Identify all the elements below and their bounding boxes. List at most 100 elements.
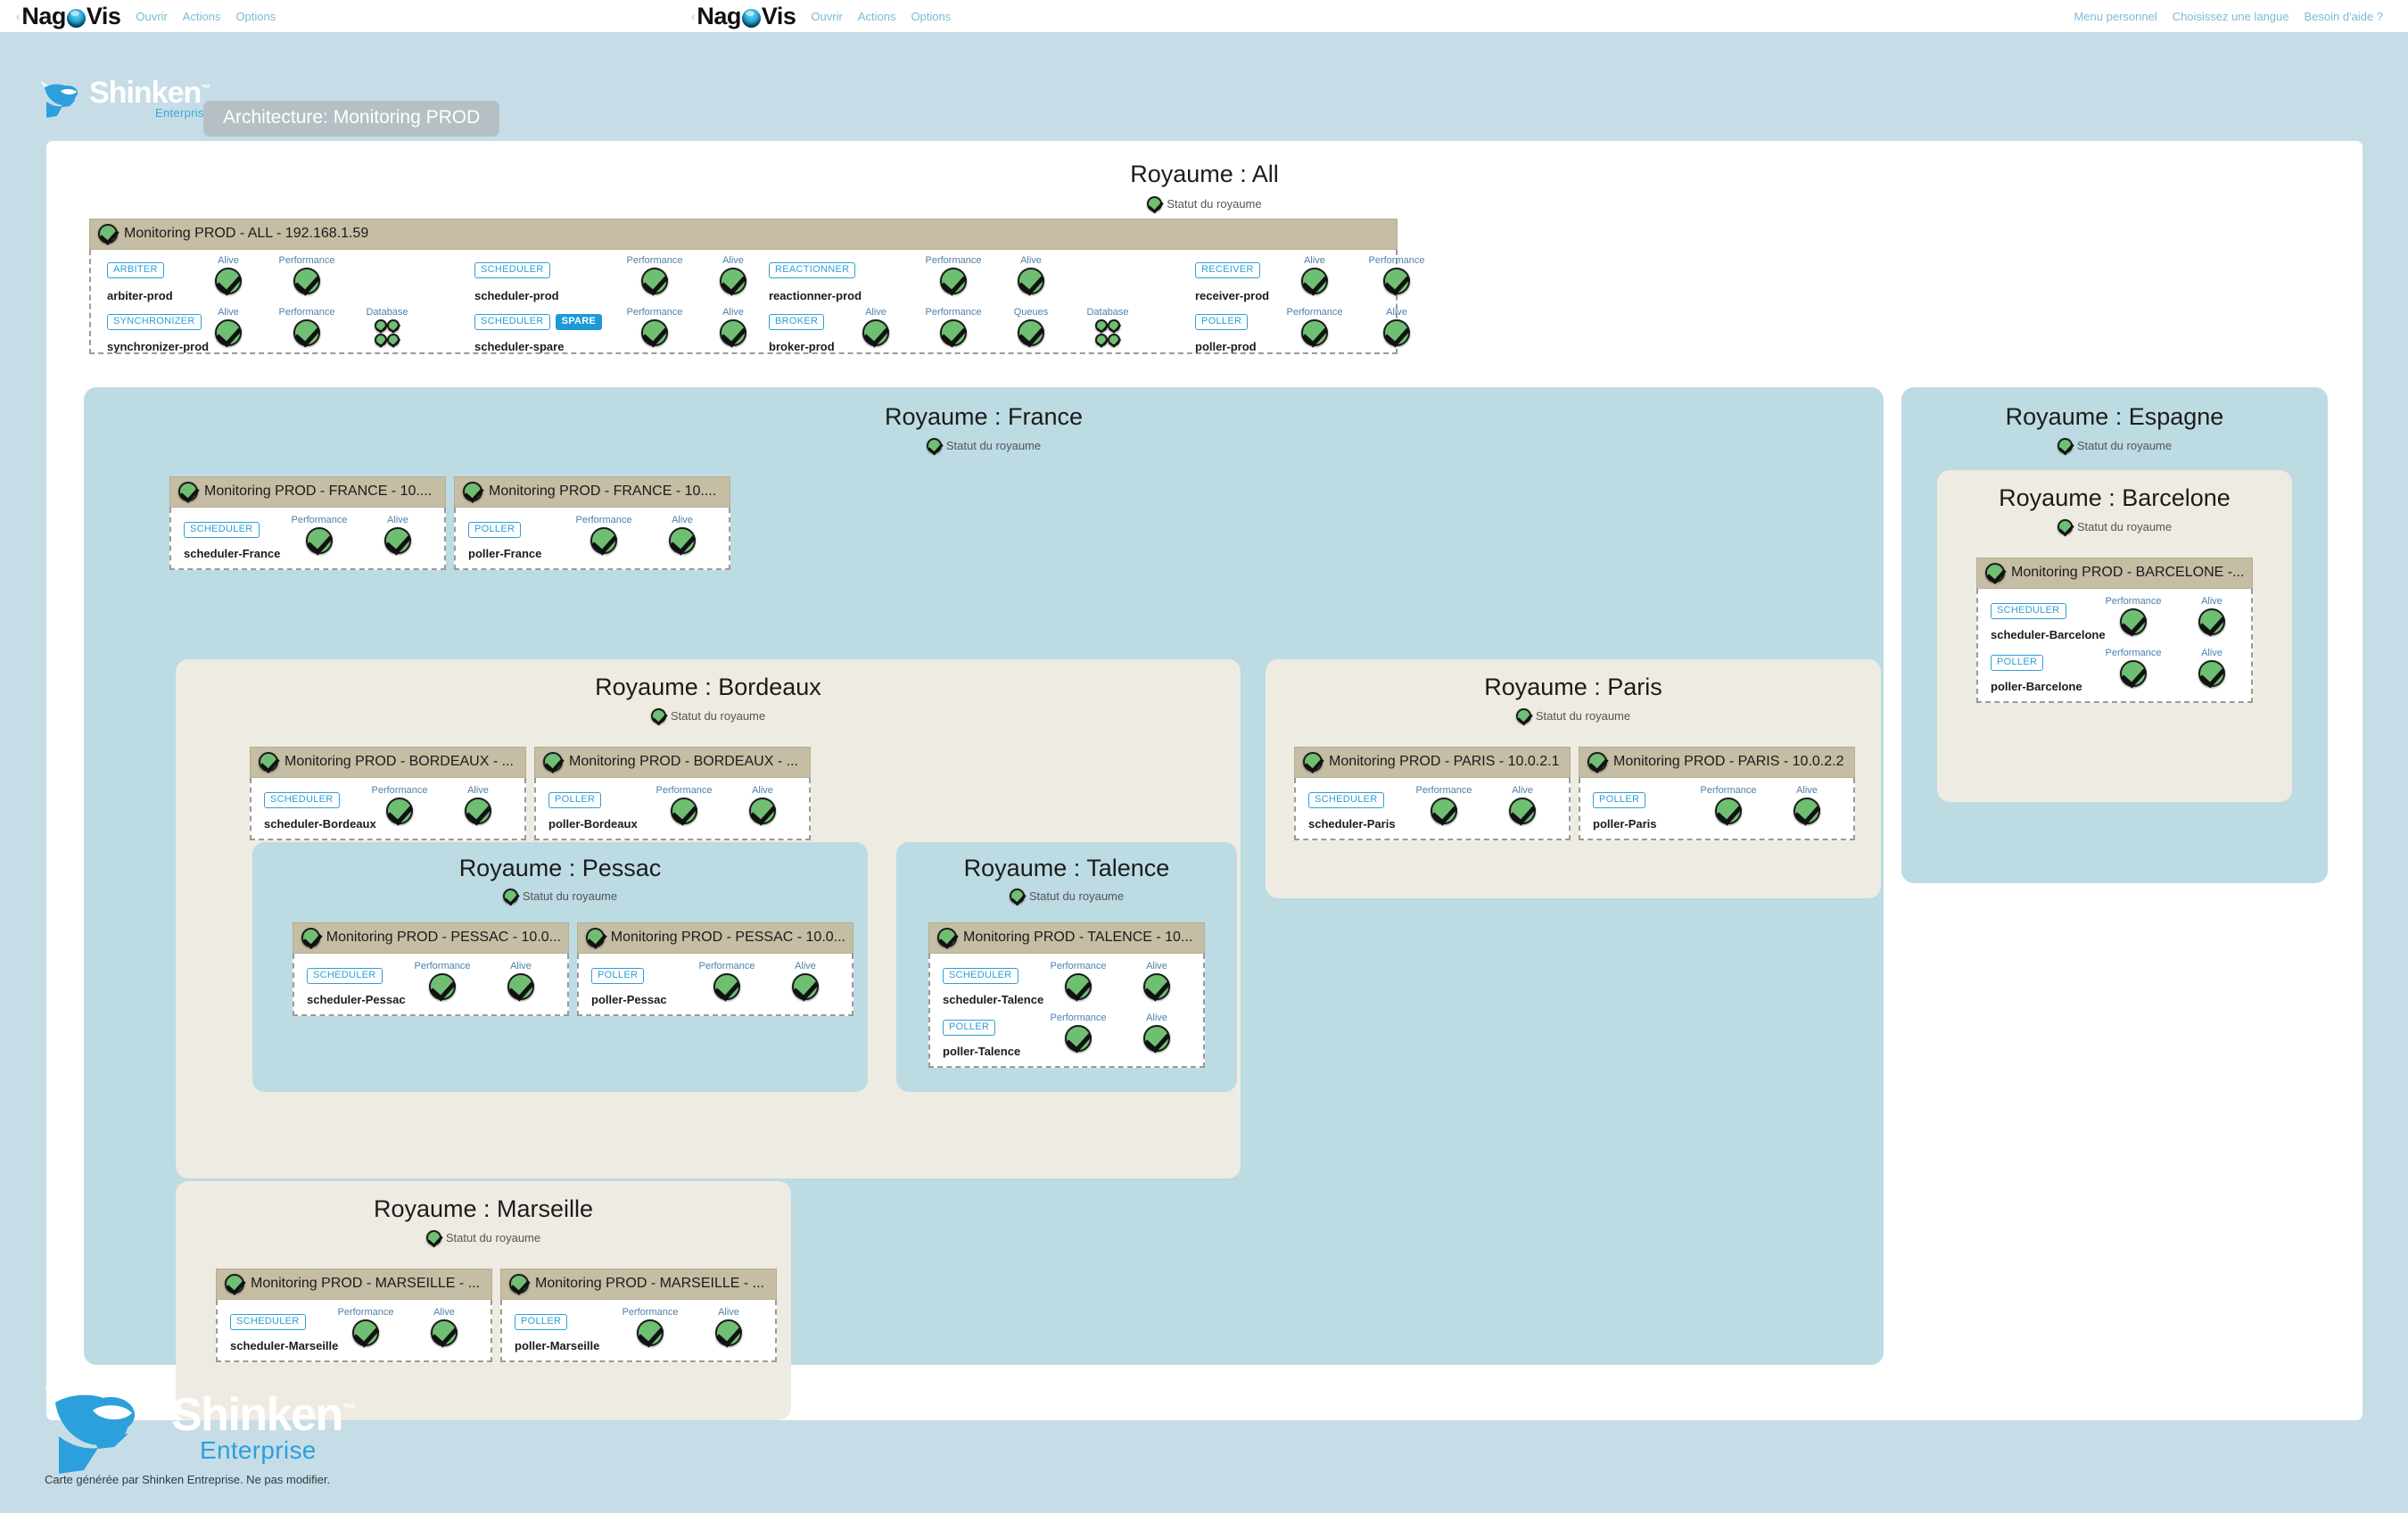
metric-performance-scheduler-talence[interactable]: Performance	[1050, 961, 1107, 1001]
metric-performance-scheduler-france[interactable]: Performance	[291, 515, 348, 555]
metric-alive-scheduler-pessac[interactable]: Alive	[492, 961, 549, 1001]
host-header-france-1[interactable]: Monitoring PROD - FRANCE - 10....	[169, 476, 446, 508]
metric-performance-scheduler-barcelone[interactable]: Performance	[2105, 596, 2162, 636]
metric-alive-poller-prod[interactable]: Alive	[1368, 307, 1425, 347]
metric-alive-arbiter[interactable]: Alive	[200, 255, 257, 295]
realm-panel-barcelone[interactable]: Royaume : Barcelone Statut du royaume Mo…	[1937, 470, 2292, 802]
metric-alive-scheduler-talence[interactable]: Alive	[1128, 961, 1185, 1001]
realm-panel-france[interactable]: Royaume : France Statut du royaume Monit…	[84, 387, 1884, 1420]
realm-panel-paris[interactable]: Royaume : Paris Statut du royaume Monito…	[1266, 659, 1881, 898]
host-header-all[interactable]: Monitoring PROD - ALL - 192.168.1.59	[89, 219, 1398, 250]
metric-performance-poller-pessac[interactable]: Performance	[698, 961, 755, 1001]
metric-alive-reactionner[interactable]: Alive	[1002, 255, 1060, 295]
host-box-bordeaux-2[interactable]: Monitoring PROD - BORDEAUX - ... POLLER …	[534, 747, 811, 840]
nav-link-help[interactable]: Besoin d'aide ?	[2304, 9, 2384, 23]
metric-alive-scheduler-france[interactable]: Alive	[369, 515, 426, 555]
host-box-marseille-1[interactable]: Monitoring PROD - MARSEILLE - ... SCHEDU…	[216, 1269, 492, 1362]
metric-performance-arbiter[interactable]: Performance	[278, 255, 335, 295]
nav-link-options[interactable]: Options	[235, 9, 276, 23]
host-header-marseille-1[interactable]: Monitoring PROD - MARSEILLE - ...	[216, 1269, 492, 1300]
metric-performance-broker[interactable]: Performance	[925, 307, 982, 347]
metric-performance-poller-talence[interactable]: Performance	[1050, 1013, 1107, 1053]
host-box-all[interactable]: Monitoring PROD - ALL - 192.168.1.59 ARB…	[89, 219, 1424, 354]
metric-performance-synchronizer[interactable]: Performance	[278, 307, 335, 347]
host-box-pessac-2[interactable]: Monitoring PROD - PESSAC - 10.0... POLLE…	[577, 922, 854, 1016]
metric-alive-poller-bordeaux[interactable]: Alive	[734, 785, 791, 825]
metric-database-synchronizer[interactable]: Database	[359, 307, 416, 348]
nav-link-menu-personnel[interactable]: Menu personnel	[2074, 9, 2157, 23]
metric-alive-scheduler-barcelone[interactable]: Alive	[2183, 596, 2240, 636]
nav-collapse-caret-icon-2[interactable]: ‹	[691, 9, 696, 23]
host-box-france-1[interactable]: Monitoring PROD - FRANCE - 10.... SCHEDU…	[169, 476, 446, 570]
host-header-talence-1[interactable]: Monitoring PROD - TALENCE - 10...	[928, 922, 1205, 954]
realm-panel-marseille[interactable]: Royaume : Marseille Statut du royaume Mo…	[176, 1181, 791, 1420]
metric-alive-poller-pessac[interactable]: Alive	[777, 961, 834, 1001]
metric-alive-poller-barcelone[interactable]: Alive	[2183, 648, 2240, 688]
host-box-barcelone-1[interactable]: Monitoring PROD - BARCELONE -... SCHEDUL…	[1976, 558, 2253, 703]
metric-performance-reactionner[interactable]: Performance	[925, 255, 982, 295]
metric-alive-poller-talence[interactable]: Alive	[1128, 1013, 1185, 1053]
metric-alive-scheduler-marseille[interactable]: Alive	[416, 1307, 473, 1347]
nav-link-actions-2[interactable]: Actions	[857, 9, 896, 23]
metric-performance-scheduler-marseille[interactable]: Performance	[337, 1307, 394, 1347]
daemon-tagrow-poller-pessac: POLLER	[591, 968, 645, 984]
metric-queues-broker[interactable]: Queues	[1002, 307, 1060, 347]
nav-link-options-2[interactable]: Options	[911, 9, 952, 23]
host-box-paris-1[interactable]: Monitoring PROD - PARIS - 10.0.2.1 SCHED…	[1294, 747, 1571, 840]
metric-alive-receiver[interactable]: Alive	[1286, 255, 1343, 295]
metric-performance-scheduler-paris[interactable]: Performance	[1415, 785, 1472, 825]
metric-alive-scheduler-prod[interactable]: Alive	[705, 255, 762, 295]
nav-collapse-caret-icon[interactable]: ‹	[16, 9, 21, 23]
daemon-name-scheduler-marseille: scheduler-Marseille	[230, 1339, 339, 1352]
alive-ok-icon	[507, 973, 534, 1000]
metric-performance-scheduler-spare[interactable]: Performance	[626, 307, 683, 347]
metric-alive-scheduler-paris[interactable]: Alive	[1494, 785, 1551, 825]
map-title-badge[interactable]: Architecture: Monitoring PROD	[203, 101, 500, 136]
metric-alive-scheduler-bordeaux[interactable]: Alive	[449, 785, 507, 825]
realm-panel-bordeaux[interactable]: Royaume : Bordeaux Statut du royaume Mon…	[176, 659, 1241, 1178]
realm-panel-talence[interactable]: Royaume : Talence Statut du royaume Moni…	[896, 842, 1237, 1092]
host-header-paris-1[interactable]: Monitoring PROD - PARIS - 10.0.2.1	[1294, 747, 1571, 778]
host-header-bordeaux-1[interactable]: Monitoring PROD - BORDEAUX - ...	[250, 747, 526, 778]
host-header-pessac-2[interactable]: Monitoring PROD - PESSAC - 10.0...	[577, 922, 854, 954]
host-header-france-2[interactable]: Monitoring PROD - FRANCE - 10....	[454, 476, 730, 508]
metric-performance-poller-bordeaux[interactable]: Performance	[656, 785, 713, 825]
nav-link-ouvrir[interactable]: Ouvrir	[136, 9, 168, 23]
metric-alive-scheduler-spare[interactable]: Alive	[705, 307, 762, 347]
metric-performance-scheduler-pessac[interactable]: Performance	[414, 961, 471, 1001]
metric-performance-poller-marseille[interactable]: Performance	[622, 1307, 679, 1347]
metric-performance-scheduler-bordeaux[interactable]: Performance	[371, 785, 428, 825]
metric-database-broker[interactable]: Database	[1079, 307, 1136, 348]
metric-performance-scheduler-prod[interactable]: Performance	[626, 255, 683, 295]
metric-alive-poller-france[interactable]: Alive	[654, 515, 711, 555]
metric-alive-poller-marseille[interactable]: Alive	[700, 1307, 757, 1347]
metric-performance-poller-paris[interactable]: Performance	[1700, 785, 1757, 825]
metric-alive-synchronizer[interactable]: Alive	[200, 307, 257, 347]
metric-performance-poller-barcelone[interactable]: Performance	[2105, 648, 2162, 688]
metric-performance-poller-france[interactable]: Performance	[575, 515, 632, 555]
host-box-france-2[interactable]: Monitoring PROD - FRANCE - 10.... POLLER…	[454, 476, 730, 570]
metric-performance-receiver[interactable]: Performance	[1368, 255, 1425, 295]
host-box-pessac-1[interactable]: Monitoring PROD - PESSAC - 10.0... SCHED…	[293, 922, 569, 1016]
host-header-paris-2[interactable]: Monitoring PROD - PARIS - 10.0.2.2	[1579, 747, 1855, 778]
realm-panel-pessac[interactable]: Royaume : Pessac Statut du royaume Monit…	[252, 842, 868, 1092]
host-header-marseille-2[interactable]: Monitoring PROD - MARSEILLE - ...	[500, 1269, 777, 1300]
metric-performance-poller-prod[interactable]: Performance	[1286, 307, 1343, 347]
host-title-pessac-2: Monitoring PROD - PESSAC - 10.0...	[610, 930, 845, 945]
nav-link-choose-language[interactable]: Choisissez une langue	[2172, 9, 2289, 23]
metric-alive-poller-paris[interactable]: Alive	[1778, 785, 1835, 825]
host-box-talence-1[interactable]: Monitoring PROD - TALENCE - 10... SCHEDU…	[928, 922, 1205, 1068]
daemon-type-tag: SCHEDULER	[264, 792, 340, 808]
host-header-bordeaux-2[interactable]: Monitoring PROD - BORDEAUX - ...	[534, 747, 811, 778]
realm-panel-espagne[interactable]: Royaume : Espagne Statut du royaume Roya…	[1901, 387, 2328, 883]
host-box-bordeaux-1[interactable]: Monitoring PROD - BORDEAUX - ... SCHEDUL…	[250, 747, 526, 840]
nav-link-ouvrir-2[interactable]: Ouvrir	[811, 9, 843, 23]
metric-alive-broker[interactable]: Alive	[847, 307, 904, 347]
nav-link-actions[interactable]: Actions	[182, 9, 221, 23]
host-header-barcelone-1[interactable]: Monitoring PROD - BARCELONE -...	[1976, 558, 2253, 589]
host-box-paris-2[interactable]: Monitoring PROD - PARIS - 10.0.2.2 POLLE…	[1579, 747, 1855, 840]
host-box-marseille-2[interactable]: Monitoring PROD - MARSEILLE - ... POLLER…	[500, 1269, 777, 1362]
host-header-pessac-1[interactable]: Monitoring PROD - PESSAC - 10.0...	[293, 922, 569, 954]
